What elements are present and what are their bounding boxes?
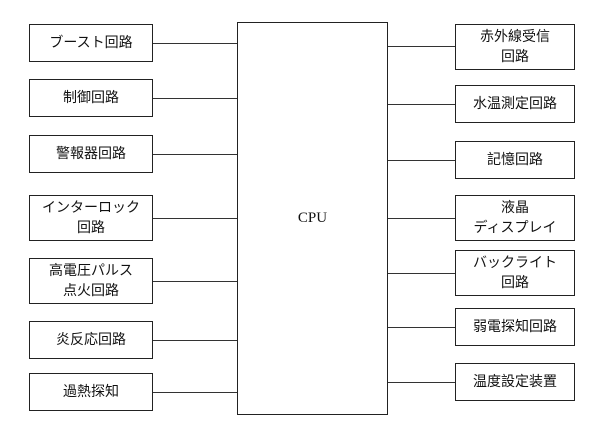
block-interlock-circuit: インターロック 回路: [29, 195, 153, 241]
wire-right-1: [388, 46, 455, 47]
block-label: 制御回路: [63, 90, 119, 106]
block-label: 警報器回路: [56, 146, 126, 162]
block-label: 温度設定装置: [473, 374, 557, 390]
wire-left-7: [153, 392, 237, 393]
wire-right-3: [388, 160, 455, 161]
block-label: バックライト 回路: [473, 255, 557, 291]
block-label: 液晶 ディスプレイ: [473, 200, 557, 236]
block-label: 過熱探知: [63, 384, 119, 400]
block-label: 記憶回路: [487, 152, 543, 168]
block-water-temp-measure-circuit: 水温測定回路: [455, 85, 575, 123]
block-label: インターロック 回路: [42, 200, 140, 236]
block-label: ブースト回路: [49, 35, 133, 51]
wire-left-1: [153, 43, 237, 44]
block-backlight-circuit: バックライト 回路: [455, 250, 575, 296]
block-label: 水温測定回路: [473, 96, 557, 112]
wire-left-4: [153, 218, 237, 219]
block-memory-circuit: 記憶回路: [455, 141, 575, 179]
block-label: 高電圧パルス 点火回路: [49, 263, 133, 299]
cpu-label: CPU: [297, 210, 328, 226]
wire-left-2: [153, 98, 237, 99]
block-lcd-display: 液晶 ディスプレイ: [455, 195, 575, 241]
wire-right-6: [388, 327, 455, 328]
block-infrared-receiver-circuit: 赤外線受信 回路: [455, 24, 575, 70]
wire-right-2: [388, 104, 455, 105]
block-weak-current-detection-circuit: 弱電探知回路: [455, 308, 575, 346]
wire-left-3: [153, 154, 237, 155]
wire-left-6: [153, 340, 237, 341]
block-alarm-circuit: 警報器回路: [29, 135, 153, 173]
block-control-circuit: 制御回路: [29, 79, 153, 117]
block-label: 弱電探知回路: [473, 319, 557, 335]
block-hv-pulse-ignition-circuit: 高電圧パルス 点火回路: [29, 258, 153, 304]
block-temp-setting-device: 温度設定装置: [455, 363, 575, 401]
wire-left-5: [153, 281, 237, 282]
wire-right-5: [388, 273, 455, 274]
block-flame-response-circuit: 炎反応回路: [29, 321, 153, 359]
block-boost-circuit: ブースト回路: [29, 24, 153, 62]
block-label: 赤外線受信 回路: [480, 29, 550, 65]
wire-right-4: [388, 218, 455, 219]
block-label: 炎反応回路: [56, 332, 126, 348]
cpu-block: CPU: [237, 22, 388, 415]
block-overheat-detection: 過熱探知: [29, 373, 153, 411]
wire-right-7: [388, 382, 455, 383]
